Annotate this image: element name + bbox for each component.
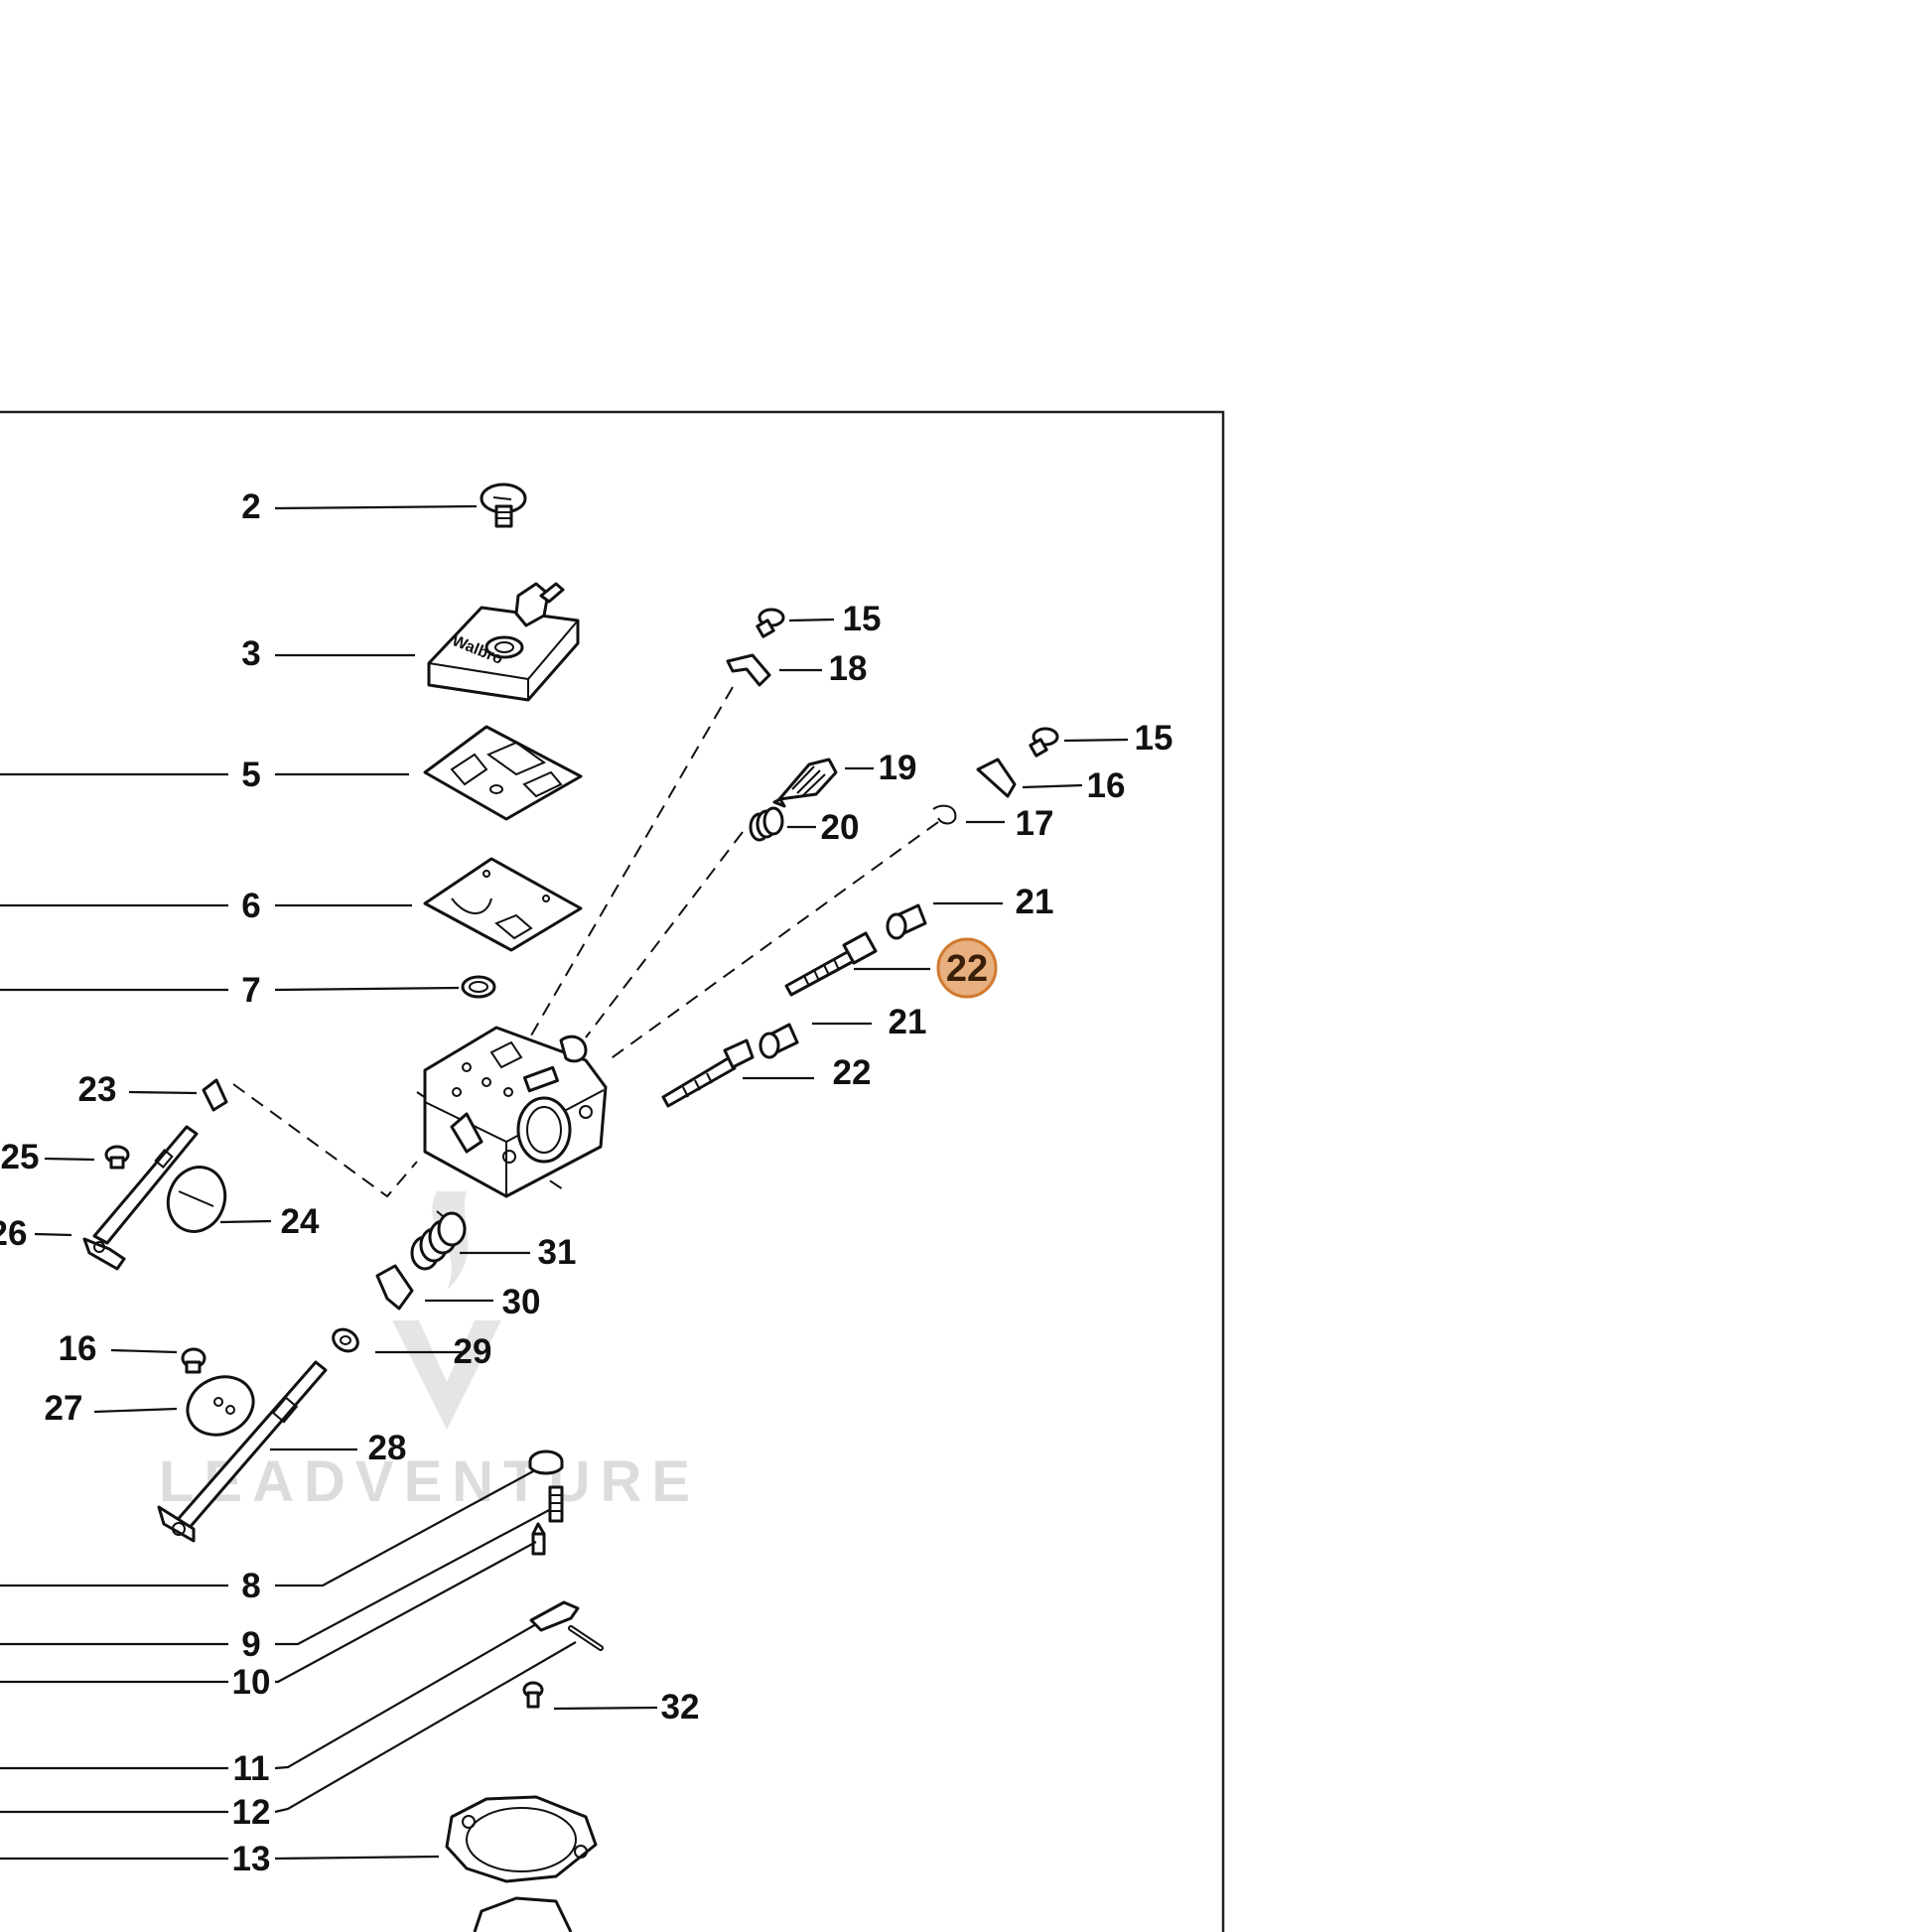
part-drawings: Walbro <box>82 483 1059 1932</box>
part-28-shaft <box>157 1360 328 1543</box>
callout-2[interactable]: 2 <box>241 487 260 526</box>
part-22-needle-bottom <box>661 1038 755 1108</box>
callout-16-right[interactable]: 16 <box>1087 766 1126 805</box>
part-15-screw-right <box>1029 727 1059 758</box>
callout-31[interactable]: 31 <box>538 1233 577 1272</box>
callout-28[interactable]: 28 <box>368 1429 407 1467</box>
callout-32[interactable]: 32 <box>661 1688 700 1726</box>
callout-21-top[interactable]: 21 <box>1016 883 1054 921</box>
callout-7[interactable]: 7 <box>241 971 260 1010</box>
part-11-lever <box>529 1600 580 1632</box>
part-26-shaft <box>82 1125 199 1271</box>
callout-24[interactable]: 24 <box>281 1202 320 1241</box>
part-7-ring <box>461 975 496 999</box>
part-24-disc <box>166 1166 227 1233</box>
part-18-clip <box>726 653 771 687</box>
part-2-screw <box>480 483 527 528</box>
callout-23[interactable]: 23 <box>78 1070 117 1109</box>
callout-13[interactable]: 13 <box>232 1840 271 1878</box>
part-30-lever <box>375 1264 414 1311</box>
callout-12[interactable]: 12 <box>232 1793 271 1832</box>
part-25-screw <box>104 1145 130 1170</box>
part-5-gasket <box>423 725 583 821</box>
part-10-needle <box>531 1522 546 1556</box>
callout-9[interactable]: 9 <box>241 1625 260 1664</box>
part-14-partial <box>473 1896 573 1932</box>
callout-21-bottom[interactable]: 21 <box>889 1003 927 1041</box>
callout-3[interactable]: 3 <box>241 634 260 673</box>
callout-22-selected[interactable]: 22 <box>946 948 988 990</box>
callout-15-right[interactable]: 15 <box>1135 719 1173 758</box>
part-15-screw-top <box>756 608 785 638</box>
part-32-screw <box>522 1681 544 1709</box>
callout-5[interactable]: 5 <box>241 756 260 794</box>
part-29-washer <box>332 1327 359 1353</box>
part-16-lever-top <box>976 758 1017 798</box>
callout-25[interactable]: 25 <box>1 1138 40 1176</box>
callout-17[interactable]: 17 <box>1016 804 1054 843</box>
callout-18[interactable]: 18 <box>829 649 868 688</box>
part-20-spring <box>749 806 784 842</box>
selected-callout-highlight <box>936 937 998 999</box>
callout-29[interactable]: 29 <box>454 1332 492 1371</box>
part-23-clip <box>202 1078 228 1112</box>
callout-16-left[interactable]: 16 <box>59 1329 97 1368</box>
part-8-plug <box>528 1449 564 1475</box>
callout-27[interactable]: 27 <box>45 1389 83 1428</box>
part-19-screw <box>772 758 838 808</box>
part-carburetor-body <box>423 1026 608 1198</box>
callout-10[interactable]: 10 <box>232 1663 271 1702</box>
part-6-diaphragm <box>423 857 583 952</box>
leader-lines <box>0 504 1129 1861</box>
part-16-screw-left <box>181 1347 207 1374</box>
part-22-needle-top <box>784 931 878 997</box>
callout-15-top[interactable]: 15 <box>843 600 882 638</box>
callout-6[interactable]: 6 <box>241 887 260 925</box>
callout-30[interactable]: 30 <box>502 1283 541 1321</box>
callout-19[interactable]: 19 <box>879 749 917 787</box>
callout-11[interactable]: 11 <box>233 1749 270 1788</box>
part-31-spring <box>410 1211 467 1271</box>
part-21-sleeve-bottom <box>759 1023 799 1059</box>
part-27-disc <box>186 1375 255 1437</box>
part-21-sleeve-top <box>886 903 927 940</box>
callout-26[interactable]: 26 <box>0 1214 27 1253</box>
callout-22-bottom[interactable]: 22 <box>833 1053 872 1092</box>
part-3-cover: Walbro <box>427 582 580 702</box>
callout-8[interactable]: 8 <box>241 1567 260 1605</box>
part-13-gasket <box>445 1795 598 1883</box>
diagram-frame <box>0 410 1225 1932</box>
callout-labels: 2 3 5 6 7 15 18 15 19 16 20 17 21 22 21 … <box>0 487 1173 1878</box>
part-9-spring <box>548 1485 564 1523</box>
part-17-eclip <box>932 804 957 825</box>
callout-20[interactable]: 20 <box>821 808 860 847</box>
